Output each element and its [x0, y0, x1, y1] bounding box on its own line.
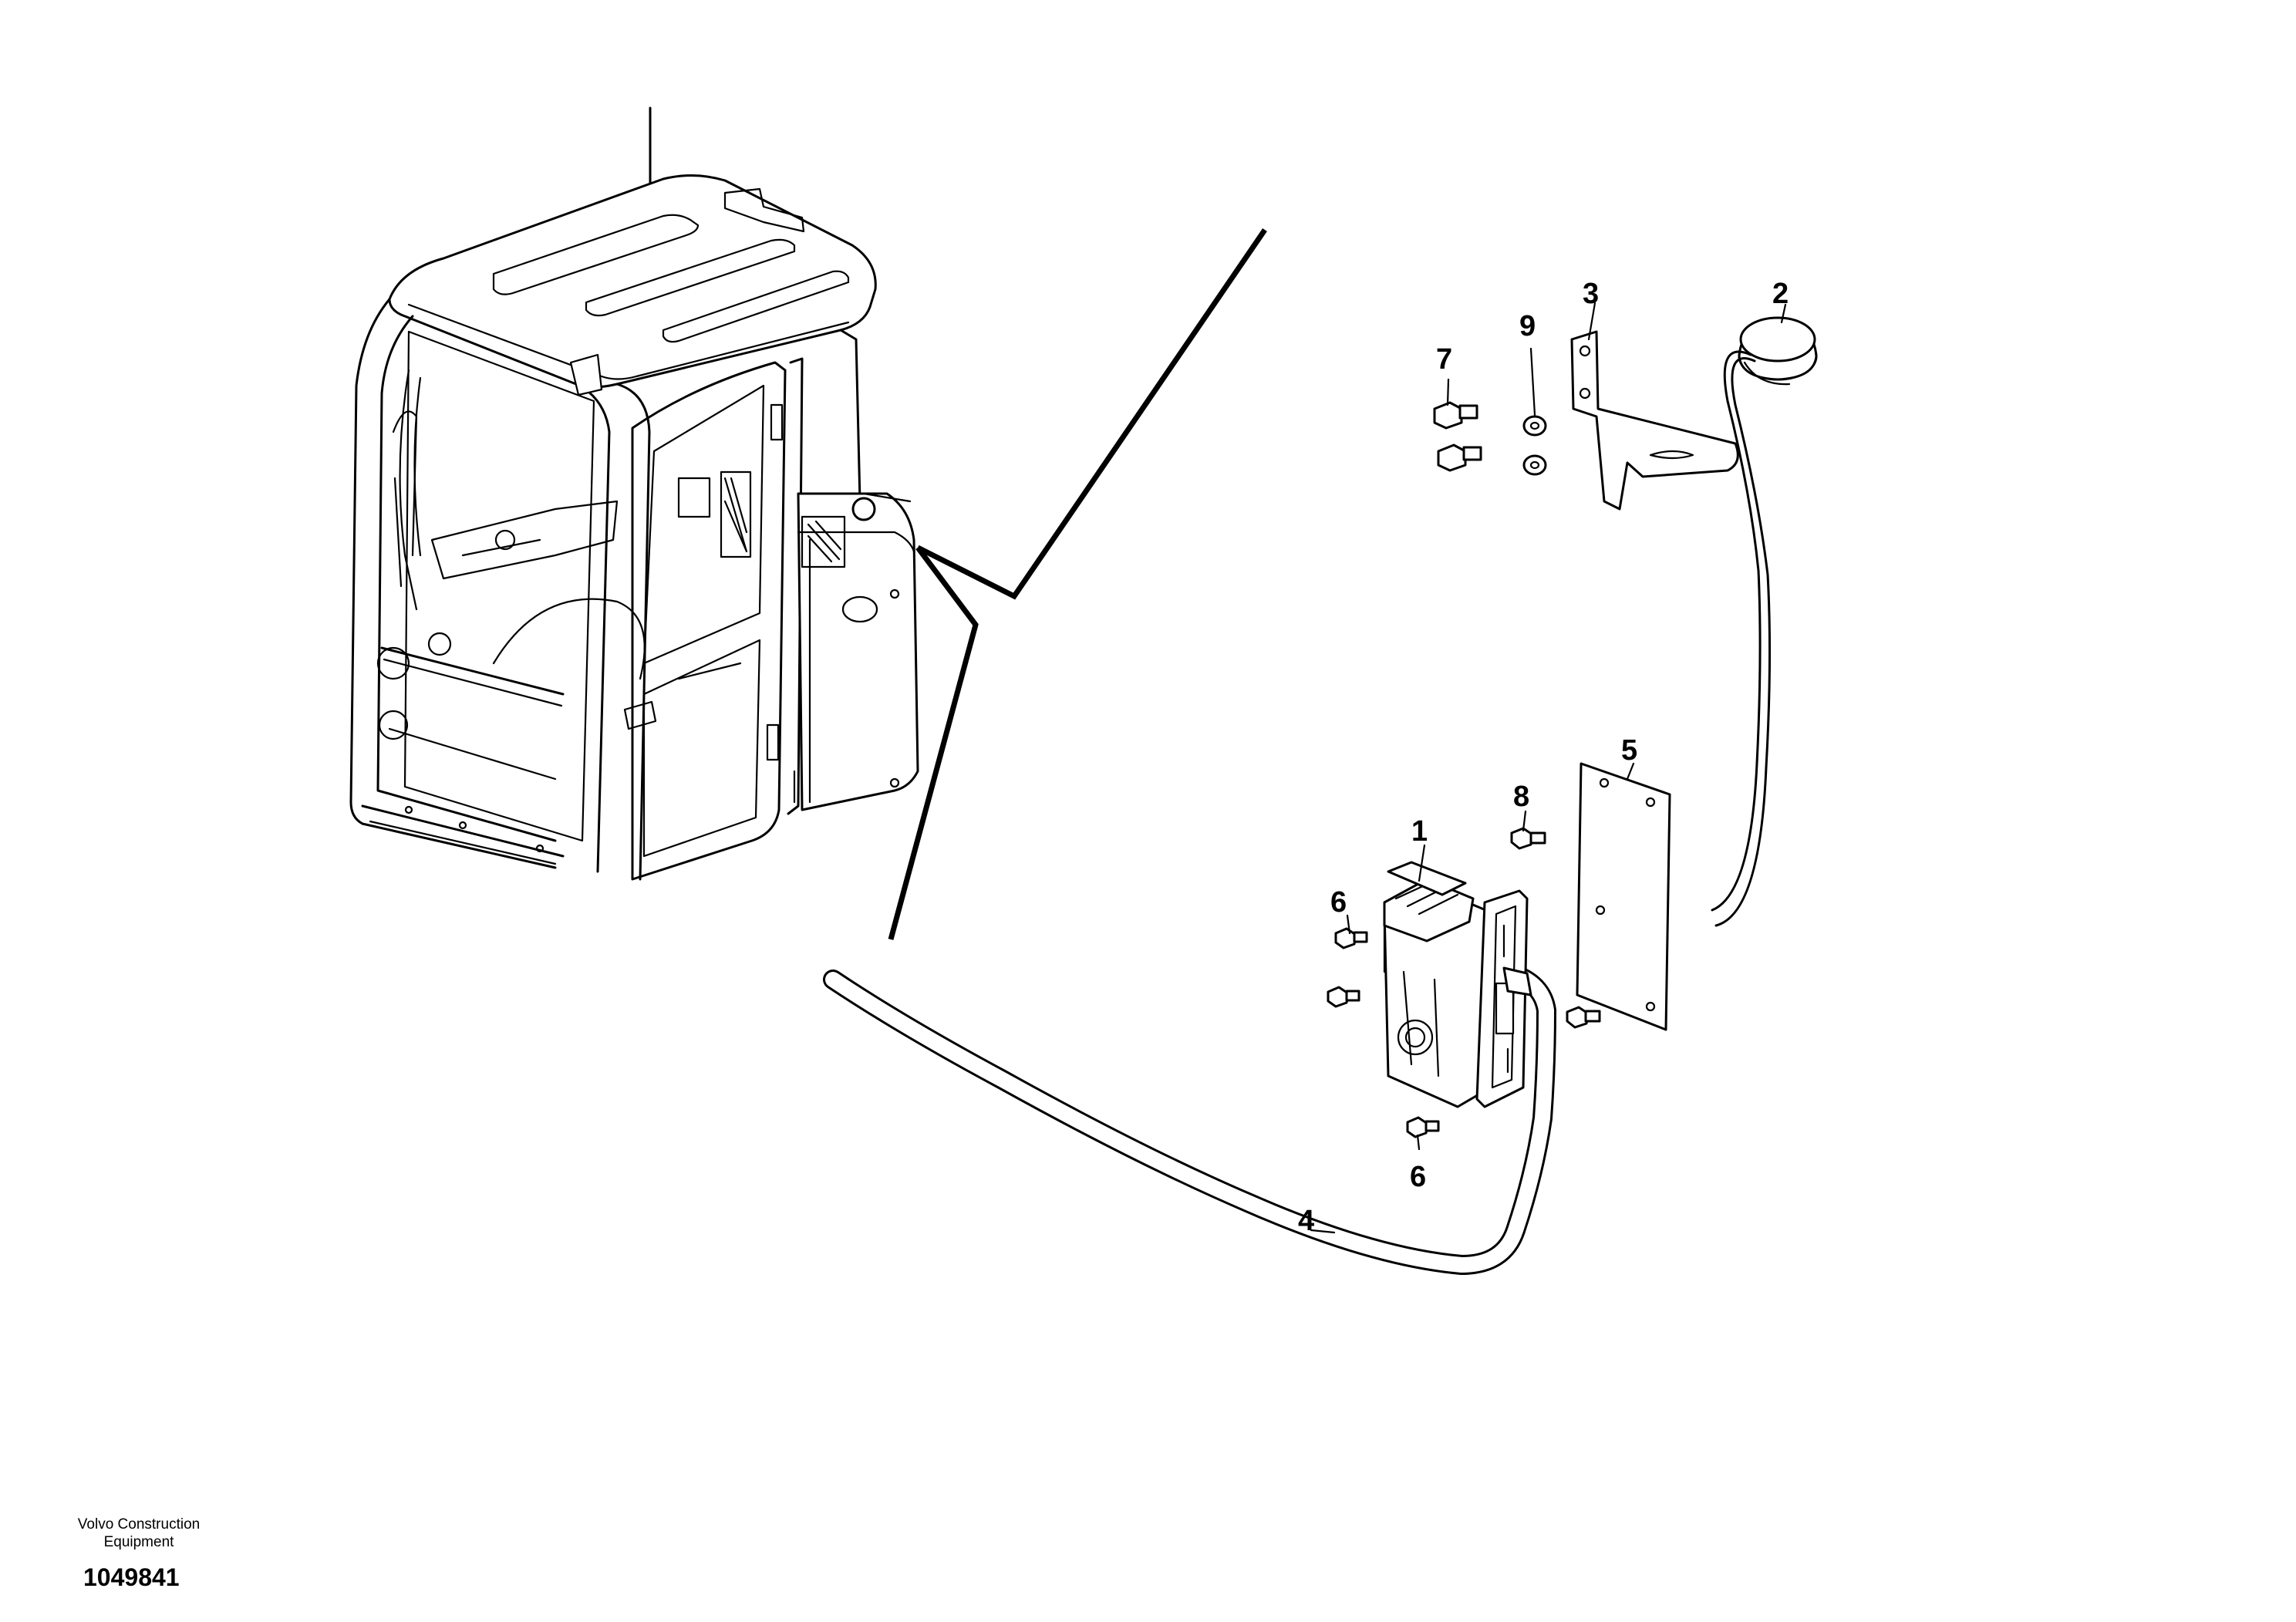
callout-4: 4 — [1298, 1205, 1314, 1237]
screw-plate — [1566, 1006, 1601, 1029]
cable — [823, 963, 1557, 1276]
document-number: 1049841 — [83, 1563, 180, 1591]
zoom-indicator-lines — [888, 228, 1267, 940]
mounting-plate — [1576, 762, 1671, 1031]
callout-9: 9 — [1519, 310, 1536, 342]
callout-labels: 1 2 3 4 5 6 6 7 8 9 — [1298, 278, 1789, 1237]
callout-8: 8 — [1513, 781, 1529, 813]
control-unit — [1383, 861, 1532, 1108]
callout-6-bottom: 6 — [1410, 1161, 1426, 1193]
callout-5: 5 — [1621, 734, 1637, 767]
company-name-line1: Volvo Construction — [77, 1516, 201, 1533]
callout-1: 1 — [1411, 815, 1428, 848]
company-name-line2: Equipment — [103, 1534, 174, 1550]
screw-6 — [1327, 927, 1440, 1138]
callout-2: 2 — [1772, 278, 1789, 310]
washer-9 — [1522, 415, 1547, 476]
callout-6-top: 6 — [1330, 886, 1347, 919]
operator-cab-illustration — [349, 106, 919, 881]
antenna — [1711, 316, 1818, 927]
leader-lines — [1310, 302, 1787, 1234]
callout-7: 7 — [1436, 343, 1452, 376]
footer: Volvo Construction Equipment 1049841 — [31, 1516, 247, 1592]
callout-3: 3 — [1583, 278, 1599, 310]
bracket — [1570, 330, 1739, 511]
bolt-7 — [1433, 401, 1482, 472]
screw-8 — [1510, 827, 1546, 850]
